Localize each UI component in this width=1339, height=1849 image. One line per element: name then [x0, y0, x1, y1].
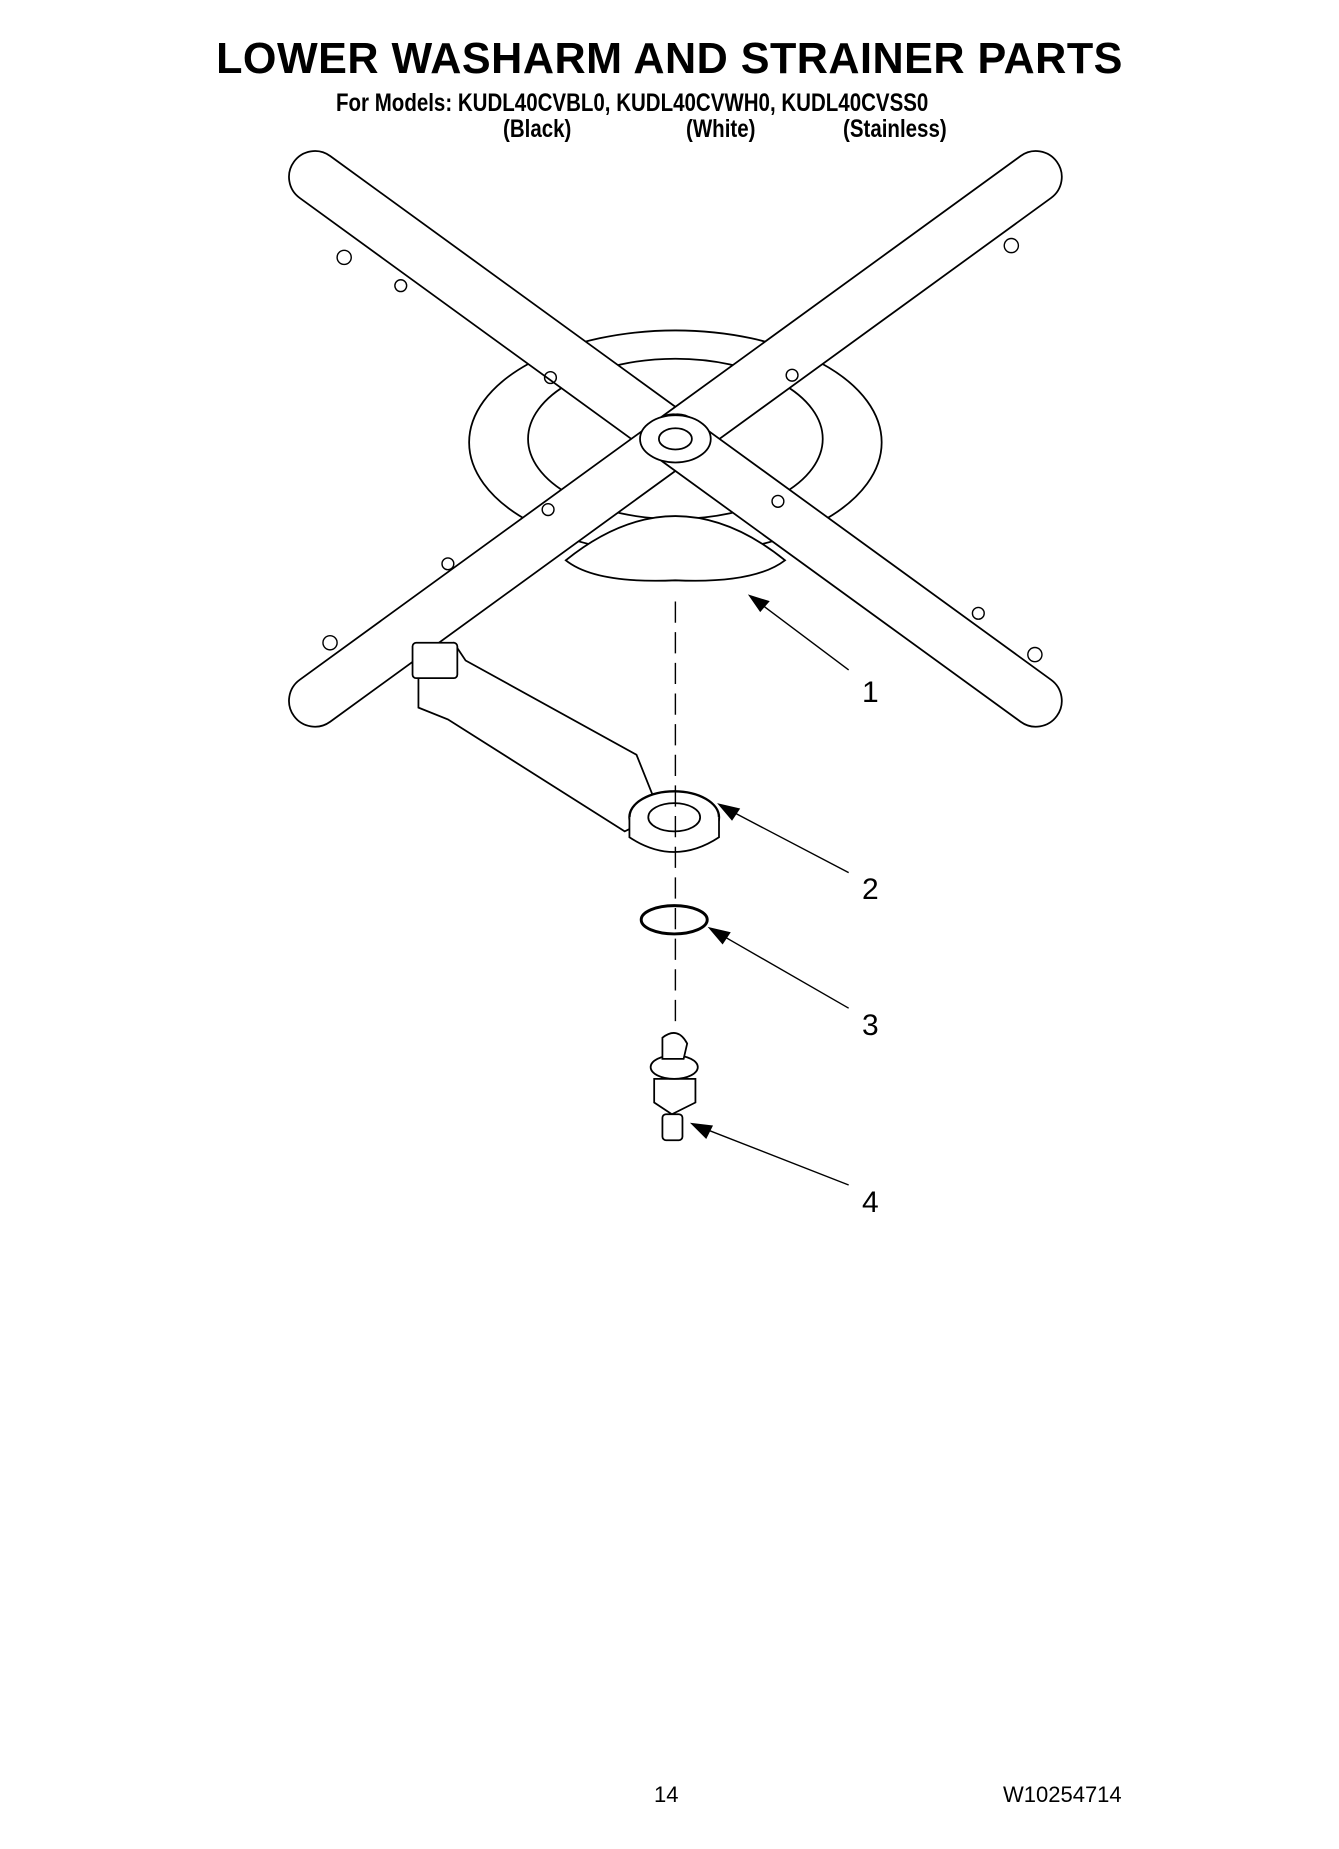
callout-3: 3	[862, 1009, 879, 1042]
bearing-part-4	[649, 1032, 699, 1142]
callout-2: 2	[862, 873, 879, 906]
color-stainless: (Stainless)	[843, 115, 947, 143]
document-number: W10254714	[1003, 1782, 1122, 1807]
lower-washarm-part-1	[288, 150, 1063, 728]
callout-4: 4	[862, 1186, 879, 1219]
color-white: (White)	[686, 115, 756, 143]
color-black: (Black)	[503, 115, 572, 143]
o-ring-part-3	[639, 904, 709, 936]
leader-lines	[689, 594, 850, 1186]
callout-1: 1	[862, 676, 879, 709]
page-title: LOWER WASHARM AND STRAINER PARTS	[216, 34, 1123, 83]
models-line: For Models: KUDL40CVBL0, KUDL40CVWH0, KU…	[336, 89, 929, 117]
page-number: 14	[654, 1782, 679, 1807]
manifold-part-2	[411, 641, 721, 853]
